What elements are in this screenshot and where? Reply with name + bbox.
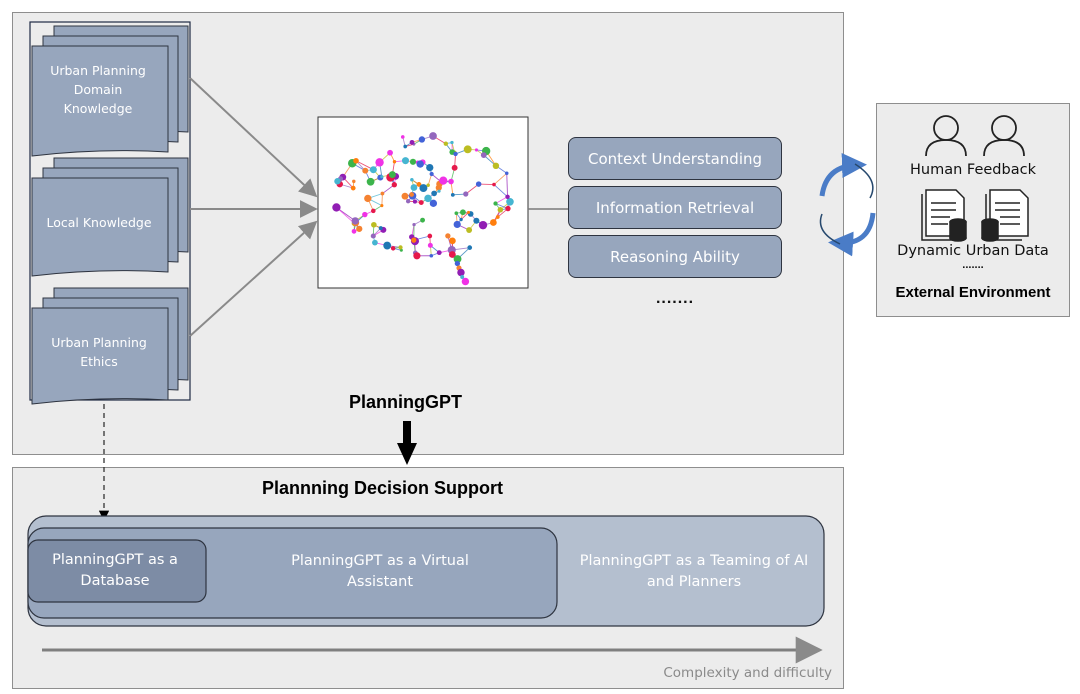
model-label: PlanningGPT: [349, 392, 463, 412]
person-icon-1: [925, 115, 967, 157]
data-document-icon-1: [921, 189, 967, 242]
data-document-icon-2: [981, 189, 1029, 242]
doc-label-domain-line2: Domain: [74, 82, 123, 97]
feedback-cycle-icon: [819, 152, 876, 257]
down-arrow-to-decision: [397, 421, 417, 465]
doc-stack-ethics: Urban Planning Ethics: [31, 287, 189, 405]
environment-ellipsis: .......: [962, 259, 984, 271]
doc-stack-domain-knowledge: Urban Planning Domain Knowledge: [31, 25, 189, 157]
arrow-domain-to-model: [189, 77, 318, 198]
knowledge-group-frame: [29, 21, 191, 401]
capability-context-understanding: Context Understanding: [568, 137, 782, 180]
database-mode-label: PlanningGPT as a Database: [52, 552, 178, 589]
doc-label-domain-line1: Urban Planning: [50, 63, 146, 78]
decision-support-title: Plannning Decision Support: [262, 478, 504, 498]
person-icon-2: [983, 115, 1025, 157]
brain-network-icon: [332, 132, 514, 286]
human-feedback-label: Human Feedback: [910, 162, 1036, 178]
dynamic-data-label: Dynamic Urban Data: [897, 243, 1049, 259]
external-environment-panel: [876, 103, 1070, 317]
environment-title: External Environment: [895, 284, 1051, 301]
complexity-axis-label: Complexity and difficulty: [663, 665, 832, 681]
doc-label-local: Local Knowledge: [46, 215, 151, 230]
doc-label-domain-line3: Knowledge: [64, 101, 133, 116]
capability-reasoning-ability: Reasoning Ability: [568, 235, 782, 278]
capability-information-retrieval: Information Retrieval: [568, 186, 782, 229]
doc-label-ethics-line1: Urban Planning: [51, 335, 147, 350]
database-mode-box: [27, 539, 207, 603]
capabilities-ellipsis: .......: [655, 290, 695, 307]
arrow-ethics-to-model: [189, 220, 318, 337]
assistant-mode-label: PlanningGPT as a Virtual Assistant: [291, 553, 469, 590]
doc-stack-local-knowledge: Local Knowledge: [31, 157, 189, 277]
doc-label-ethics-line2: Ethics: [80, 354, 118, 369]
teaming-mode-label: PlanningGPT as a Teaming of AI and Plann…: [579, 553, 809, 590]
